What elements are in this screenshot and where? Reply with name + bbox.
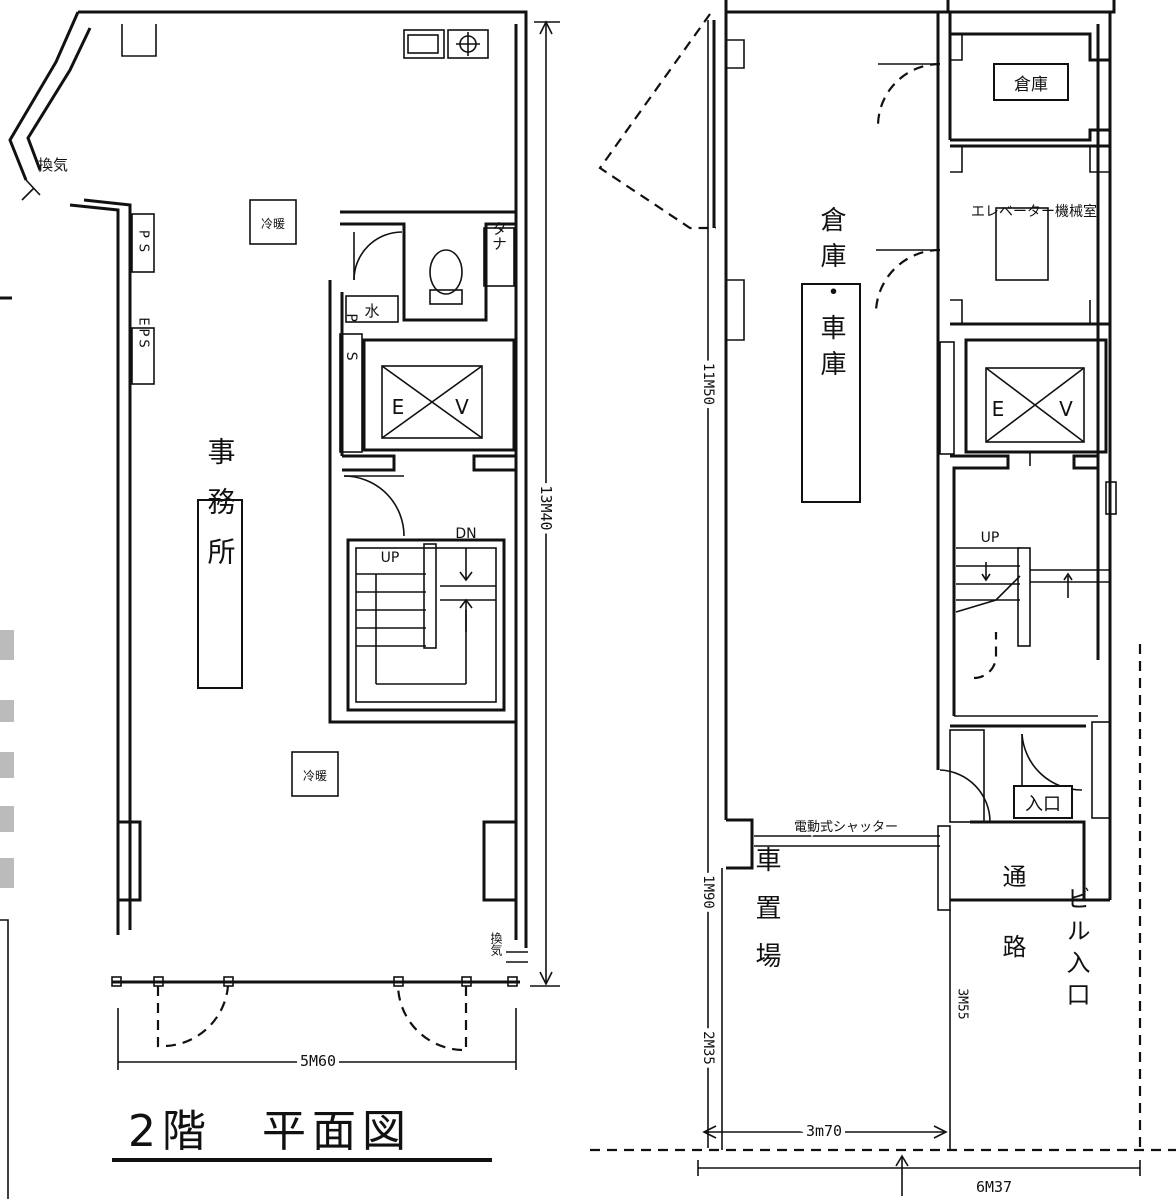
left-dim-width: 5M60 <box>300 1052 336 1070</box>
storage-garage-label: 倉庫・車庫 <box>816 206 846 386</box>
page-title: 2階 平面図 <box>128 1106 412 1157</box>
right-dim-3m70: 3m70 <box>806 1122 842 1140</box>
left-dim-height: 13M40 <box>537 485 555 530</box>
ac-label-lower: 冷暖 <box>303 769 327 783</box>
shutter-label: 電動式シャッター <box>794 820 898 835</box>
storage-room <box>950 32 1112 142</box>
building-entrance-label: ビル入口 <box>1062 886 1090 1014</box>
right-dim-2m35: 2M35 <box>700 1031 716 1065</box>
storage-garage-label-box <box>801 283 861 503</box>
water-box <box>345 295 399 323</box>
storage-label-box <box>993 63 1069 101</box>
right-stair <box>955 547 1110 680</box>
left-ev-e: E <box>392 395 405 419</box>
left-outer-wall <box>78 10 528 948</box>
left-stair-newel <box>423 543 437 649</box>
office-label: 事務所 <box>204 437 237 587</box>
left-plan: 換気 PS EPS 冷暖 冷暖 水 タナ PS E V 事務所 UP DN 換気… <box>8 10 560 1074</box>
right-dashed-outline <box>598 13 716 230</box>
office-label-box <box>197 499 243 689</box>
edge-blur-marks <box>0 630 14 888</box>
left-stair-well <box>346 538 506 712</box>
right-ev-v: V <box>1059 397 1073 421</box>
kitchen-sink <box>403 29 445 59</box>
right-ev-e: E <box>992 397 1005 421</box>
left-front-door-1 <box>156 985 230 1048</box>
left-diagonal-wall <box>8 11 80 181</box>
elevator-machine-room <box>950 144 1112 326</box>
ps-shaft <box>131 213 155 273</box>
left-ev-v: V <box>455 395 469 419</box>
vent-bottom-label: 換気 <box>489 932 503 957</box>
eps-label: EPS <box>136 317 151 350</box>
storage-label: 倉庫 <box>1014 75 1048 95</box>
right-dim-depth: 11M50 <box>700 363 716 405</box>
passage-label: 通路 <box>998 864 1026 1004</box>
parking-label: 車置場 <box>751 846 781 990</box>
water-label: 水 <box>364 302 379 320</box>
right-elevator-shaft <box>964 338 1108 454</box>
right-plan: 倉庫 エレベーター機械室 倉庫・車庫 E V UP 入口 電動式シャッター 車置… <box>590 0 1176 1196</box>
ac-unit-upper <box>249 199 297 245</box>
left-elevator-shaft <box>362 338 516 452</box>
toilet-bowl <box>429 249 463 295</box>
ac-unit-lower <box>291 751 339 797</box>
edge-fragment-bottom <box>0 919 9 1199</box>
elevator-machine-room-label: エレベーター機械室 <box>971 203 1097 220</box>
ps-right-label: PS <box>343 313 359 390</box>
shelf-label: タナ <box>490 221 508 251</box>
left-front-door-2 <box>396 985 468 1052</box>
vent-top-label: 換気 <box>38 156 68 174</box>
eps-shaft <box>131 327 155 385</box>
entrance-label-box <box>1013 785 1073 819</box>
left-stair-up: UP <box>381 550 400 566</box>
ps-label: PS <box>136 230 151 258</box>
ac-label-upper: 冷暖 <box>261 217 285 231</box>
left-stair-dn: DN <box>455 526 476 542</box>
entrance-label: 入口 <box>1025 794 1061 815</box>
right-stair-up: UP <box>981 530 1000 546</box>
left-stair-treads <box>356 573 496 685</box>
right-dim-6m37: 6M37 <box>976 1178 1012 1196</box>
right-dim-1m90: 1M90 <box>700 875 716 909</box>
right-elevator-car <box>985 367 1085 443</box>
stove <box>447 29 489 59</box>
ps-right-shaft <box>339 333 363 453</box>
shelf-box <box>483 227 515 287</box>
right-dim-3m55: 3M55 <box>955 988 970 1019</box>
left-elevator-car <box>381 365 483 439</box>
